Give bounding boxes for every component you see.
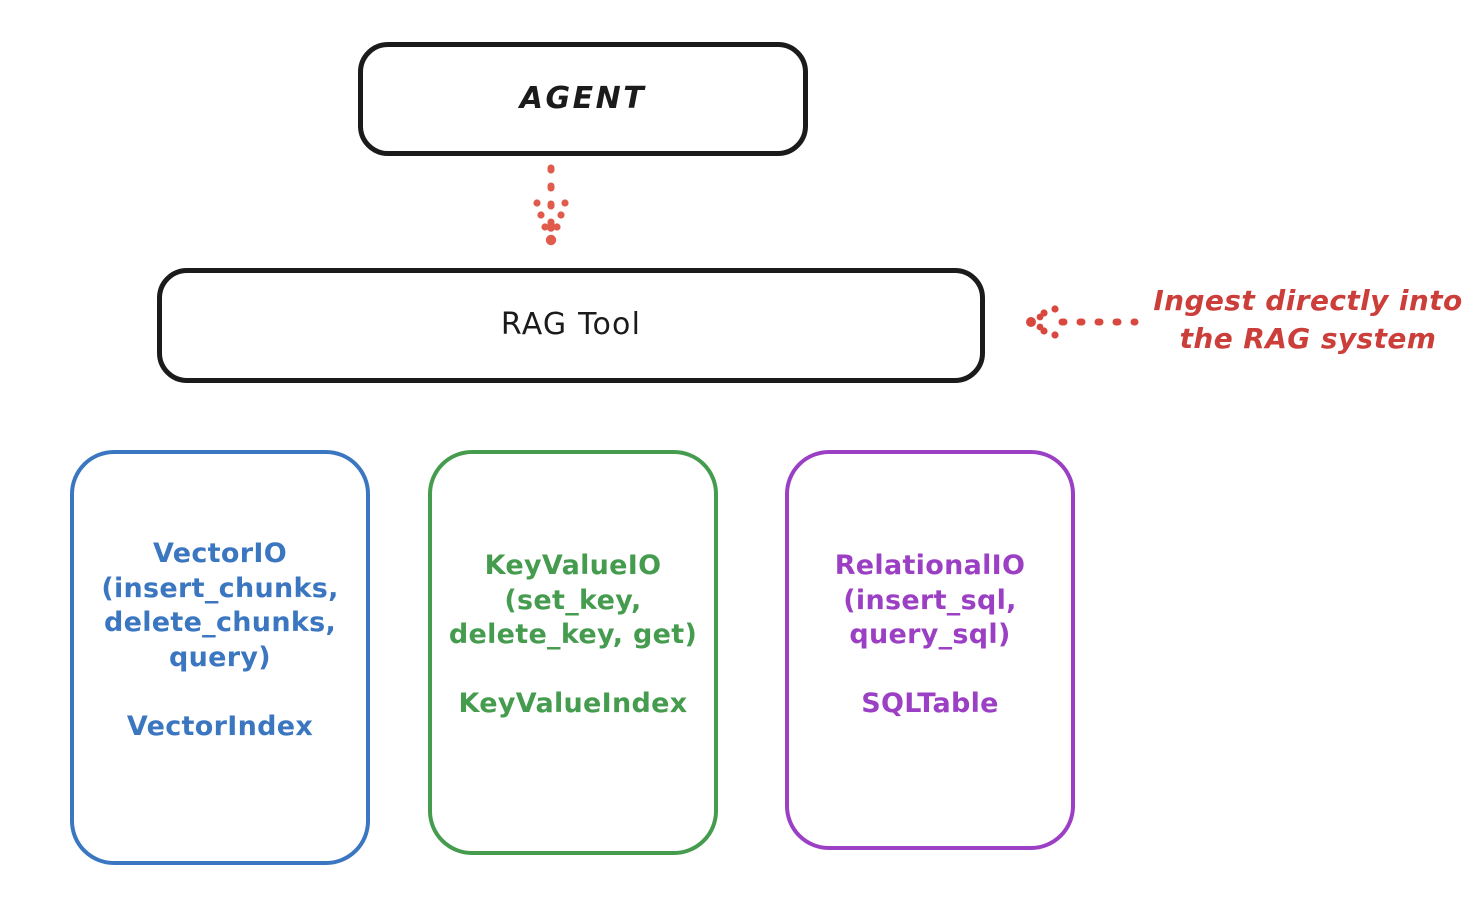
connector-ingest-to-rag-tool [1026,305,1139,339]
node-relational-io[interactable]: RelationalIO (insert_sql, query_sql) SQL… [785,450,1075,850]
node-rag-tool-label: RAG Tool [500,307,642,343]
node-agent[interactable]: AGENT [358,42,808,156]
node-vector-io-label: VectorIO (insert_chunks, delete_chunks, … [101,538,339,742]
node-keyvalue-io-label: KeyValueIO (set_key, delete_key, get) Ke… [448,550,698,720]
node-rag-tool[interactable]: RAG Tool [157,268,985,383]
annotation-ingest-directly: Ingest directly into the RAG system [1153,284,1463,355]
node-keyvalue-io[interactable]: KeyValueIO (set_key, delete_key, get) Ke… [428,450,718,855]
node-vector-io[interactable]: VectorIO (insert_chunks, delete_chunks, … [70,450,370,865]
node-relational-io-label: RelationalIO (insert_sql, query_sql) SQL… [834,550,1026,720]
connector-agent-to-rag-tool [533,164,569,246]
node-agent-label: AGENT [519,80,647,116]
